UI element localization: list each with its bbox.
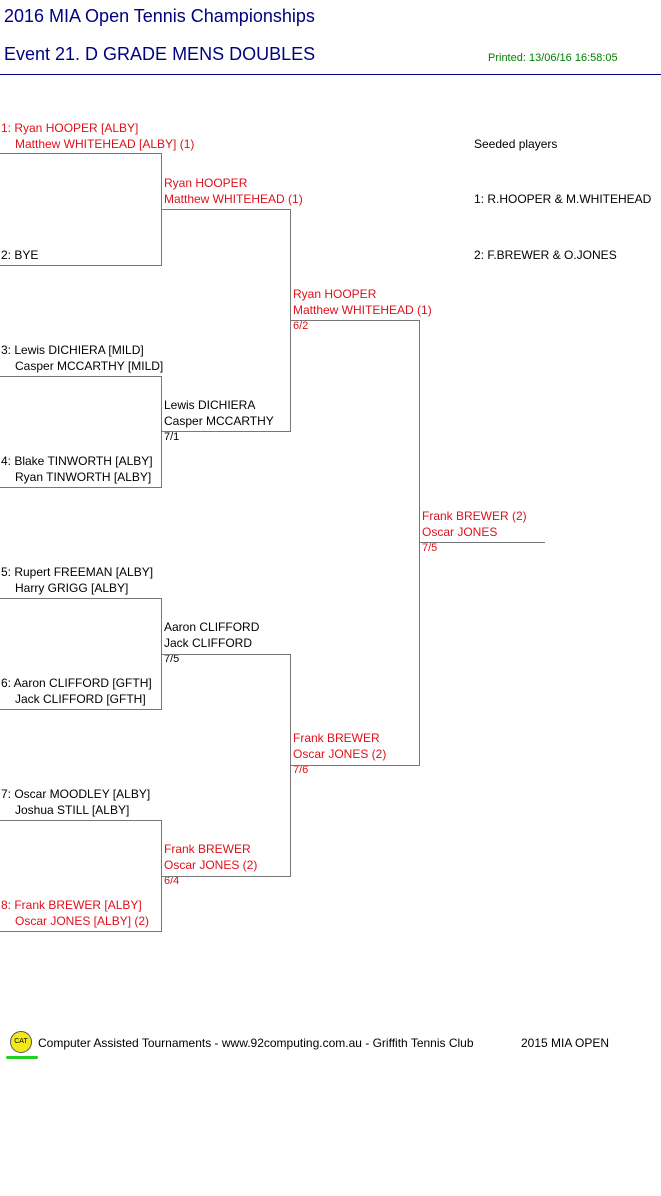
r1-entry-7: 7: Oscar MOODLEY [ALBY] Joshua STILL [AL…	[1, 786, 150, 818]
r1-line-2	[0, 265, 162, 266]
r1-entry-8-line2: Oscar JONES [ALBY] (2)	[15, 914, 150, 928]
r1-entry-3-line1: 3: Lewis DICHIERA [MILD]	[1, 343, 144, 357]
sf-entry-1-line2: Matthew WHITEHEAD (1)	[293, 303, 432, 317]
r2-entry-2-line1: Lewis DICHIERA	[164, 398, 256, 412]
footer-text: Computer Assisted Tournaments - www.92co…	[38, 1036, 474, 1050]
sf-entry-1-score: 6/2	[293, 320, 309, 332]
header-divider	[0, 74, 661, 75]
sf-line-1	[291, 320, 420, 321]
r2-entry-4-line1: Frank BREWER	[164, 842, 251, 856]
seeded-item-2: 2: F.BREWER & O.JONES	[474, 248, 617, 262]
r1-entry-6: 6: Aaron CLIFFORD [GFTH] Jack CLIFFORD […	[1, 675, 152, 707]
cat-logo-icon: CAT	[10, 1031, 32, 1053]
r1-line-1	[0, 153, 162, 154]
r1-entry-6-line1: 6: Aaron CLIFFORD [GFTH]	[1, 676, 152, 690]
sf-entry-2-line2: Oscar JONES (2)	[293, 747, 387, 761]
r2-entry-4-score: 6/4	[164, 875, 180, 887]
r2-line-2	[162, 431, 291, 432]
r2-bracket-a	[290, 209, 291, 432]
r1-entry-4: 4: Blake TINWORTH [ALBY] Ryan TINWORTH […	[1, 453, 153, 485]
final-entry-line2: Oscar JONES	[422, 525, 498, 539]
r1-entry-8-line1: 8: Frank BREWER [ALBY]	[1, 898, 142, 912]
r1-bracket-b	[161, 376, 162, 488]
seeded-heading: Seeded players	[474, 137, 558, 151]
r1-entry-4-line2: Ryan TINWORTH [ALBY]	[15, 470, 152, 484]
r1-bracket-d	[161, 820, 162, 932]
r1-line-5	[0, 598, 162, 599]
r2-entry-1-line2: Matthew WHITEHEAD (1)	[164, 192, 303, 206]
r1-entry-4-line1: 4: Blake TINWORTH [ALBY]	[1, 454, 153, 468]
r2-entry-2: Lewis DICHIERA Casper MCCARTHY 7/1	[164, 397, 274, 445]
r1-entry-3-line2: Casper MCCARTHY [MILD]	[15, 359, 164, 373]
r1-entry-1-line1: 1: Ryan HOOPER [ALBY]	[1, 121, 139, 135]
r1-entry-5-line2: Harry GRIGG [ALBY]	[15, 581, 129, 595]
r1-line-6	[0, 709, 162, 710]
event-title: Event 21. D GRADE MENS DOUBLES	[4, 44, 316, 64]
cat-logo-underline	[6, 1056, 38, 1059]
r1-entry-1: 1: Ryan HOOPER [ALBY] Matthew WHITEHEAD …	[1, 120, 194, 152]
r1-entry-3: 3: Lewis DICHIERA [MILD] Casper MCCARTHY…	[1, 342, 163, 374]
sf-entry-2-line1: Frank BREWER	[293, 731, 380, 745]
r1-bracket-a	[161, 153, 162, 266]
r2-entry-2-line2: Casper MCCARTHY	[164, 414, 274, 428]
r1-entry-2: 2: BYE	[1, 247, 38, 263]
r2-entry-3-score: 7/5	[164, 653, 180, 665]
r2-line-3	[162, 654, 291, 655]
seeded-item-1: 1: R.HOOPER & M.WHITEHEAD	[474, 192, 652, 206]
r1-entry-7-line2: Joshua STILL [ALBY]	[15, 803, 130, 817]
r2-entry-1: Ryan HOOPER Matthew WHITEHEAD (1)	[164, 175, 303, 207]
final-line	[420, 542, 545, 543]
footer-event: 2015 MIA OPEN	[521, 1036, 610, 1050]
sf-line-2	[291, 765, 420, 766]
sf-entry-2-score: 7/6	[293, 764, 309, 776]
sf-bracket	[419, 320, 420, 766]
r1-entry-5-line1: 5: Rupert FREEMAN [ALBY]	[1, 565, 154, 579]
r2-bracket-b	[290, 654, 291, 877]
r1-line-3	[0, 376, 162, 377]
sf-entry-1: Ryan HOOPER Matthew WHITEHEAD (1) 6/2	[293, 286, 432, 334]
final-entry: Frank BREWER (2) Oscar JONES 7/5	[422, 508, 527, 556]
final-entry-line1: Frank BREWER (2)	[422, 509, 527, 523]
sf-entry-1-line1: Ryan HOOPER	[293, 287, 377, 301]
r2-entry-2-score: 7/1	[164, 431, 180, 443]
final-entry-score: 7/5	[422, 542, 438, 554]
printed-timestamp: Printed: 13/06/16 16:58:05	[488, 52, 618, 64]
r2-entry-3-line2: Jack CLIFFORD	[164, 636, 253, 650]
r1-line-4	[0, 487, 162, 488]
r2-entry-4-line2: Oscar JONES (2)	[164, 858, 258, 872]
r1-entry-6-line2: Jack CLIFFORD [GFTH]	[15, 692, 146, 706]
r1-entry-8: 8: Frank BREWER [ALBY] Oscar JONES [ALBY…	[1, 897, 149, 929]
r2-entry-1-line1: Ryan HOOPER	[164, 176, 248, 190]
r2-entry-4: Frank BREWER Oscar JONES (2) 6/4	[164, 841, 257, 889]
r2-line-1	[162, 209, 291, 210]
r2-entry-3-line1: Aaron CLIFFORD	[164, 620, 260, 634]
page-title: 2016 MIA Open Tennis Championships	[4, 6, 315, 26]
r1-bracket-c	[161, 598, 162, 710]
r1-line-7	[0, 820, 162, 821]
r1-entry-7-line1: 7: Oscar MOODLEY [ALBY]	[1, 787, 151, 801]
sf-entry-2: Frank BREWER Oscar JONES (2) 7/6	[293, 730, 386, 778]
r2-line-4	[162, 876, 291, 877]
r2-entry-3: Aaron CLIFFORD Jack CLIFFORD 7/5	[164, 619, 259, 667]
r1-entry-5: 5: Rupert FREEMAN [ALBY] Harry GRIGG [AL…	[1, 564, 153, 596]
r1-entry-2-line1: 2: BYE	[1, 248, 39, 262]
r1-line-8	[0, 931, 162, 932]
r1-entry-1-line2: Matthew WHITEHEAD [ALBY] (1)	[15, 137, 195, 151]
